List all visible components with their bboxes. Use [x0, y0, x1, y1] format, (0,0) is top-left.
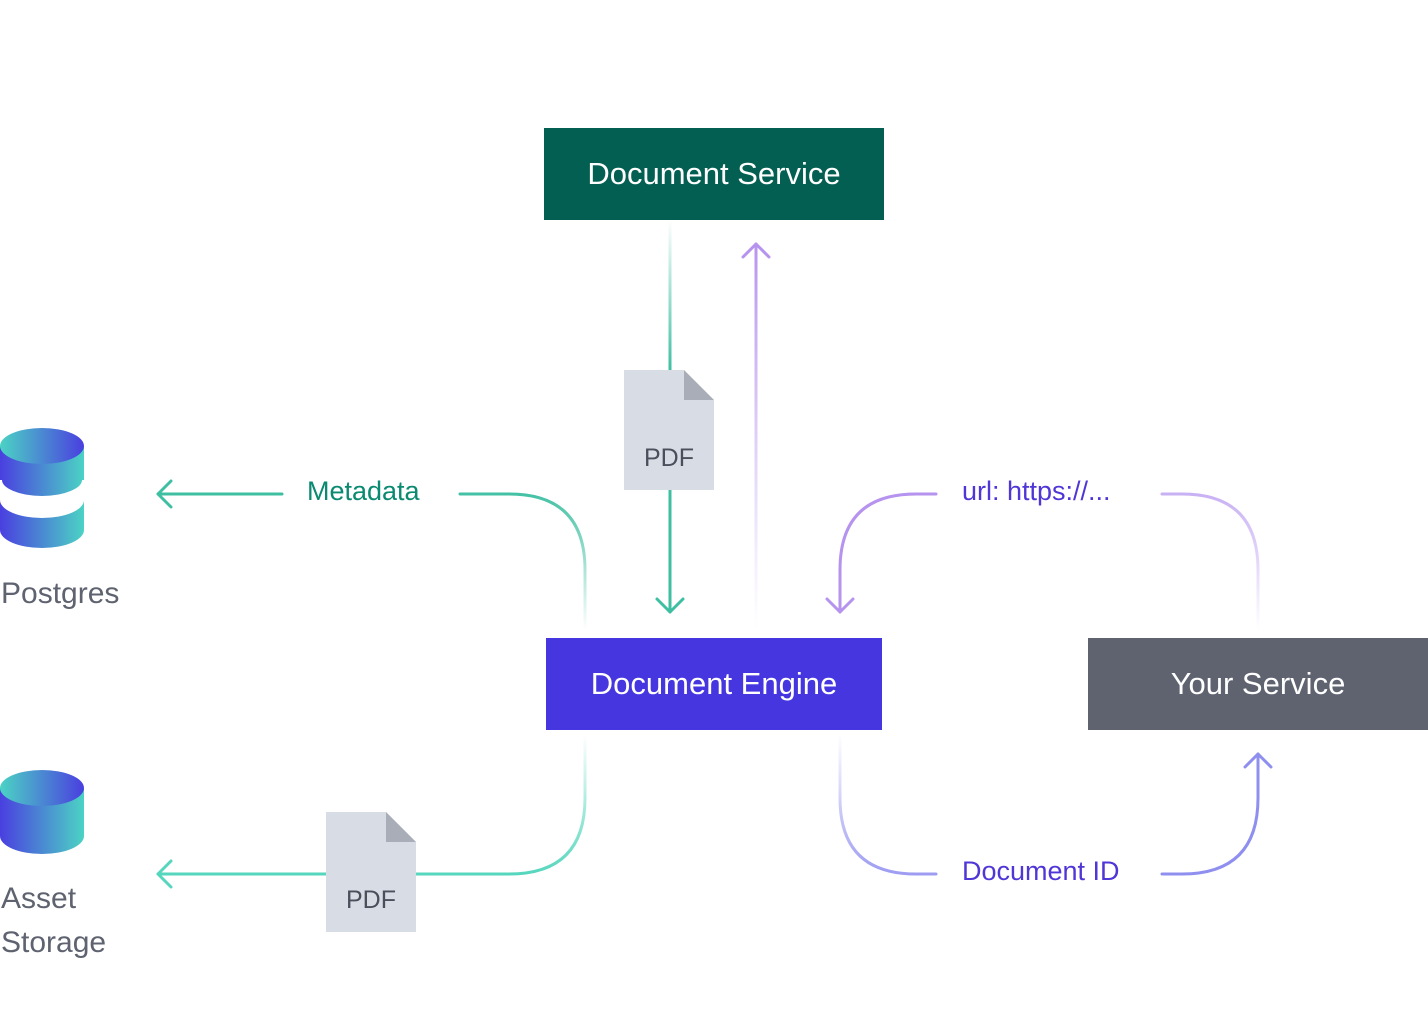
document-service-box: Document Service [544, 128, 884, 220]
pdf-file-label: PDF [346, 886, 396, 914]
metadata-label: Metadata [307, 476, 420, 506]
url-flow [825, 492, 1260, 632]
flow-engine-to-service [741, 242, 771, 632]
url-label: url: https://... [962, 476, 1111, 506]
your-service-box: Your Service [1088, 638, 1428, 730]
pdf-flow-service-to-engine [655, 220, 685, 614]
document-service-label: Document Service [587, 156, 841, 191]
arrow-down-icon [655, 597, 685, 614]
your-service-label: Your Service [1170, 666, 1346, 701]
pdf-flow-engine-to-storage [156, 733, 587, 889]
metadata-flow [156, 479, 587, 632]
arrow-up-icon [1243, 752, 1273, 769]
storage-icon [0, 770, 84, 854]
arrow-left-icon [156, 479, 173, 509]
pdf-file-icon: PDF [326, 812, 416, 932]
pdf-file-icon: PDF [624, 370, 714, 490]
document-id-flow [838, 733, 1273, 876]
database-icon [0, 428, 86, 548]
document-engine-box: Document Engine [546, 638, 882, 730]
pdf-file-label: PDF [644, 444, 694, 472]
arrow-left-icon [156, 859, 173, 889]
postgres-label: Postgres [1, 577, 120, 610]
arrow-down-icon [825, 597, 855, 614]
asset-storage-label: Asset Storage [1, 882, 107, 959]
document-engine-label: Document Engine [590, 666, 838, 701]
document-id-label: Document ID [962, 856, 1120, 886]
arrow-up-icon [741, 242, 771, 259]
